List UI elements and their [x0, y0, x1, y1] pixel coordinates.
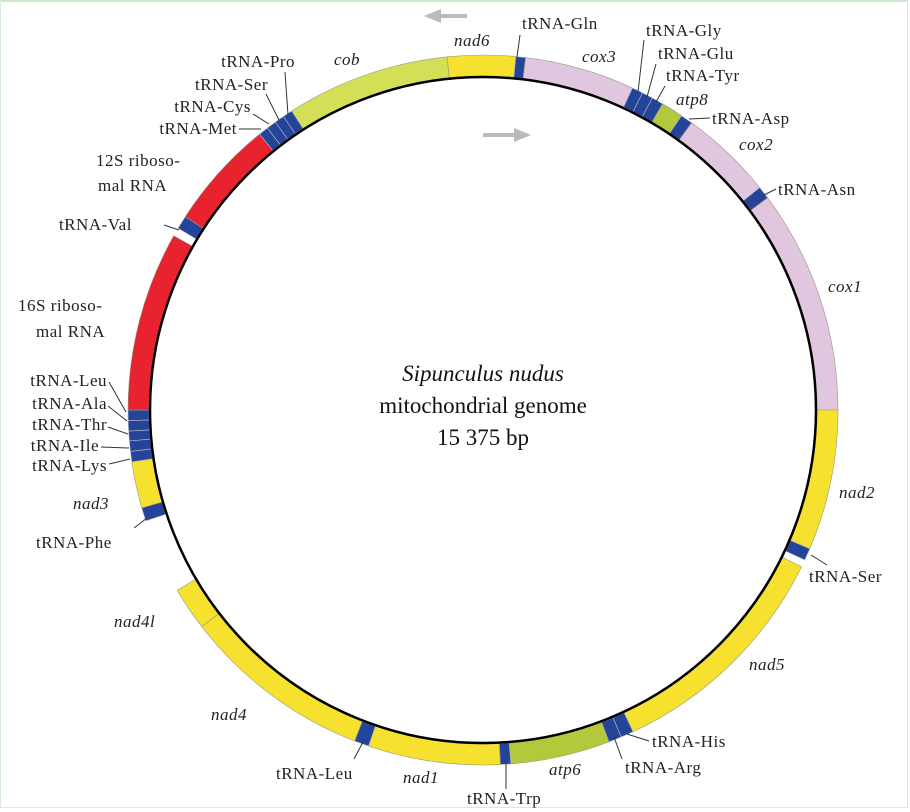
label-nad4l: nad4l: [114, 612, 155, 631]
label-trna-cys: tRNA-Cys: [174, 97, 251, 116]
label-trna-leu-1: tRNA-Leu: [30, 371, 107, 390]
label-trna-asn: tRNA-Asn: [778, 180, 856, 199]
label-nad5: nad5: [749, 655, 785, 674]
gene-segment-trna-ile: [129, 438, 152, 452]
label-trna-ile: tRNA-Ile: [31, 436, 99, 455]
label-trna-ala: tRNA-Ala: [32, 394, 107, 413]
leader-lines: [100, 34, 828, 789]
gene-segment-atp6: [508, 721, 610, 765]
right-arrow-icon: [483, 128, 531, 142]
gene-segment-12s-rrna: [184, 133, 274, 229]
label-trna-glu: tRNA-Glu: [658, 44, 734, 63]
label-trna-lys: tRNA-Lys: [32, 456, 107, 475]
label-trna-met: tRNA-Met: [159, 119, 237, 138]
gene-segment-trna-thr: [128, 429, 151, 442]
label-trna-his: tRNA-His: [652, 732, 726, 751]
label-atp8: atp8: [676, 90, 708, 109]
label-trna-asp: tRNA-Asp: [712, 109, 790, 128]
label-trna-ser-1: tRNA-Ser: [195, 75, 268, 94]
label-trna-ser-2: tRNA-Ser: [809, 567, 882, 586]
label-trna-pro: tRNA-Pro: [221, 52, 295, 71]
gene-segment-cob: [291, 56, 450, 130]
label-cox3: cox3: [582, 47, 616, 66]
gene-segment-nad1: [368, 725, 501, 766]
label-nad1: nad1: [403, 768, 439, 787]
label-16s-rrna-line2: mal RNA: [36, 322, 105, 341]
label-trna-trp: tRNA-Trp: [467, 789, 541, 808]
label-trna-tyr: tRNA-Tyr: [666, 66, 740, 85]
label-trna-thr: tRNA-Thr: [32, 415, 107, 434]
label-trna-gly: tRNA-Gly: [646, 21, 722, 40]
gene-segment-trna-ala: [127, 419, 150, 432]
label-cob: cob: [334, 50, 360, 69]
genome-subtitle: mitochondrial genome: [379, 393, 587, 418]
genome-backbone: [148, 75, 818, 745]
label-nad4: nad4: [211, 705, 247, 724]
genome-size: 15 375 bp: [437, 425, 529, 450]
gene-segment-trna-trp: [499, 742, 512, 765]
left-arrow-icon: [424, 9, 467, 23]
label-trna-gln: tRNA-Gln: [522, 14, 598, 33]
label-trna-phe: tRNA-Phe: [36, 533, 112, 552]
gene-segment-16s-rrna: [127, 235, 193, 411]
label-16s-rrna-line1: 16S riboso-: [18, 296, 102, 315]
gene-segment-nad6: [446, 54, 517, 79]
label-atp6: atp6: [549, 760, 581, 779]
gene-segment-nad5: [623, 557, 802, 733]
label-12s-rrna-line2: mal RNA: [98, 176, 167, 195]
label-trna-leu-2: tRNA-Leu: [276, 764, 353, 783]
label-nad6: nad6: [454, 31, 490, 50]
label-nad2: nad2: [839, 483, 875, 502]
label-trna-arg: tRNA-Arg: [625, 758, 701, 777]
label-cox1: cox1: [828, 277, 862, 296]
label-trna-val: tRNA-Val: [59, 215, 132, 234]
label-cox2: cox2: [739, 135, 773, 154]
gene-segment-trna-leu-1: [127, 409, 150, 421]
species-name: Sipunculus nudus: [402, 361, 564, 386]
label-12s-rrna-line1: 12S riboso-: [96, 151, 180, 170]
label-nad3: nad3: [73, 494, 109, 513]
